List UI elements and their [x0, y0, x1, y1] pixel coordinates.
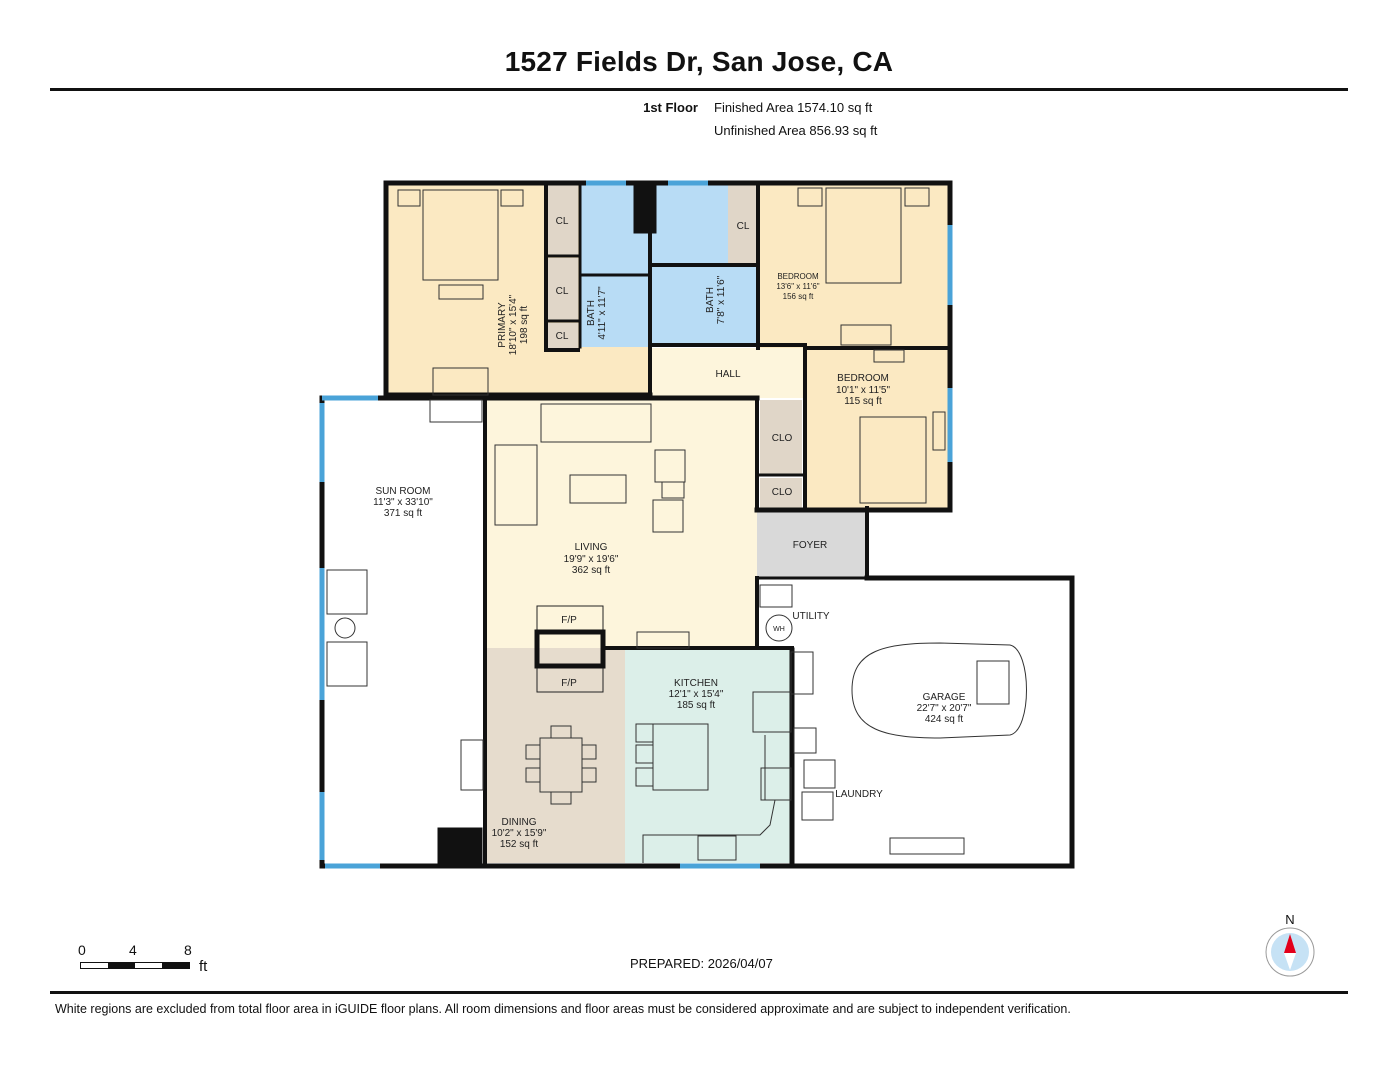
cl2-label: CL [556, 286, 569, 297]
kitchen-name: KITCHEN [674, 678, 718, 689]
clo1-label: CLO [772, 433, 793, 444]
primary-bed-icon [422, 189, 499, 281]
bath2-name: BATH [705, 287, 716, 313]
living-area: 362 sq ft [572, 565, 611, 576]
cl3-label: CL [556, 331, 569, 342]
bedroom-1-room [760, 185, 950, 348]
bedroom2-area: 115 sq ft [844, 396, 882, 407]
primary-dims: 18'10" x 15'4" [508, 294, 519, 355]
coffee-table-icon [569, 474, 627, 504]
sunroom-name: SUN ROOM [376, 486, 431, 497]
fp-living-label: F/P [561, 615, 577, 626]
compass: N [1264, 912, 1316, 980]
primary-area: 198 sq ft [519, 306, 530, 345]
furniture [326, 187, 1027, 863]
bedroom2-bed-icon [859, 416, 927, 504]
bedroom2-dims: 10'1" x 11'5" [836, 385, 891, 396]
clo2-label: CLO [772, 487, 793, 498]
floor-label: 1st Floor [643, 100, 698, 115]
kitchen-area: 185 sq ft [677, 700, 716, 711]
living-room [485, 398, 757, 648]
bath2-dims: 7'8" x 11'6" [716, 275, 727, 324]
compass-icon [1265, 927, 1315, 977]
primary-name: PRIMARY [497, 302, 508, 348]
windows [319, 180, 953, 869]
bedroom1-dims: 13'6" x 11'6" [776, 282, 819, 291]
closet-2 [546, 258, 578, 320]
stove-icon [760, 767, 792, 801]
scale-eight: 8 [184, 942, 192, 958]
north-label: N [1285, 912, 1295, 927]
utility-name: UTILITY [792, 611, 830, 622]
cl1-label: CL [556, 216, 569, 227]
closet-3 [546, 323, 578, 350]
bedroom-2-room [805, 348, 950, 508]
bedroom1-name: BEDROOM [777, 272, 819, 281]
prepared-date: PREPARED: 2026/04/07 [630, 956, 773, 971]
foyer-name: FOYER [793, 540, 827, 551]
scale-zero: 0 [78, 942, 86, 958]
washer-icon [801, 791, 834, 821]
sunroom-dims: 11'3" x 33'10" [373, 497, 433, 508]
clo-2 [760, 478, 802, 508]
sofa-icon [540, 403, 652, 443]
cl4-label: CL [737, 221, 750, 232]
unfinished-area: Unfinished Area 856.93 sq ft [714, 123, 878, 138]
dryer-icon [803, 759, 836, 789]
fireplace-dining [536, 665, 604, 693]
dining-dims: 10'2" x 15'9" [492, 828, 547, 839]
clo-1 [760, 400, 802, 475]
bedroom2-name: BEDROOM [837, 373, 889, 384]
garage-name: GARAGE [923, 692, 966, 703]
living-dims: 19'9" x 19'6" [564, 554, 619, 565]
sunroom-area: 371 sq ft [384, 508, 423, 519]
hall-room [650, 348, 805, 398]
bath1-dims: 4'11" x 11'7" [597, 286, 608, 340]
finished-area: Finished Area 1574.10 sq ft [714, 100, 873, 115]
kitchen-dims: 12'1" x 15'4" [669, 689, 724, 700]
bedroom1-bed-icon [825, 187, 902, 284]
dining-area: 152 sq ft [500, 839, 539, 850]
walls [319, 180, 1075, 869]
scale-bar-graphic [80, 962, 190, 969]
dining-name: DINING [502, 817, 537, 828]
bath1-name: BATH [586, 300, 597, 326]
laundry-sink-icon [793, 727, 817, 754]
wh-label: WH [773, 626, 785, 633]
foyer-room [757, 508, 867, 578]
closet-4 [728, 185, 758, 265]
hall-name: HALL [715, 369, 740, 380]
header-divider [50, 88, 1348, 91]
fireplace-living [536, 605, 604, 633]
car-icon [851, 642, 1027, 739]
bedroom1-area: 156 sq ft [783, 292, 814, 301]
living-name: LIVING [575, 542, 608, 553]
scale-unit: ft [199, 958, 208, 975]
garage-area: 424 sq ft [925, 714, 964, 725]
room-labels: PRIMARY 18'10" x 15'4" 198 sq ft BATH 4'… [373, 216, 972, 850]
scale-four: 4 [129, 942, 137, 958]
disclaimer: White regions are excluded from total fl… [55, 1002, 1071, 1016]
property-address-title: 1527 Fields Dr, San Jose, CA [504, 46, 894, 77]
footer-divider [50, 991, 1348, 994]
garage-dims: 22'7" x 20'7" [917, 703, 972, 714]
closet-1 [546, 185, 578, 255]
fp-dining-label: F/P [561, 678, 577, 689]
laundry-name: LAUNDRY [835, 789, 883, 800]
desk-icon [432, 367, 489, 396]
water-heater-icon [765, 614, 793, 642]
